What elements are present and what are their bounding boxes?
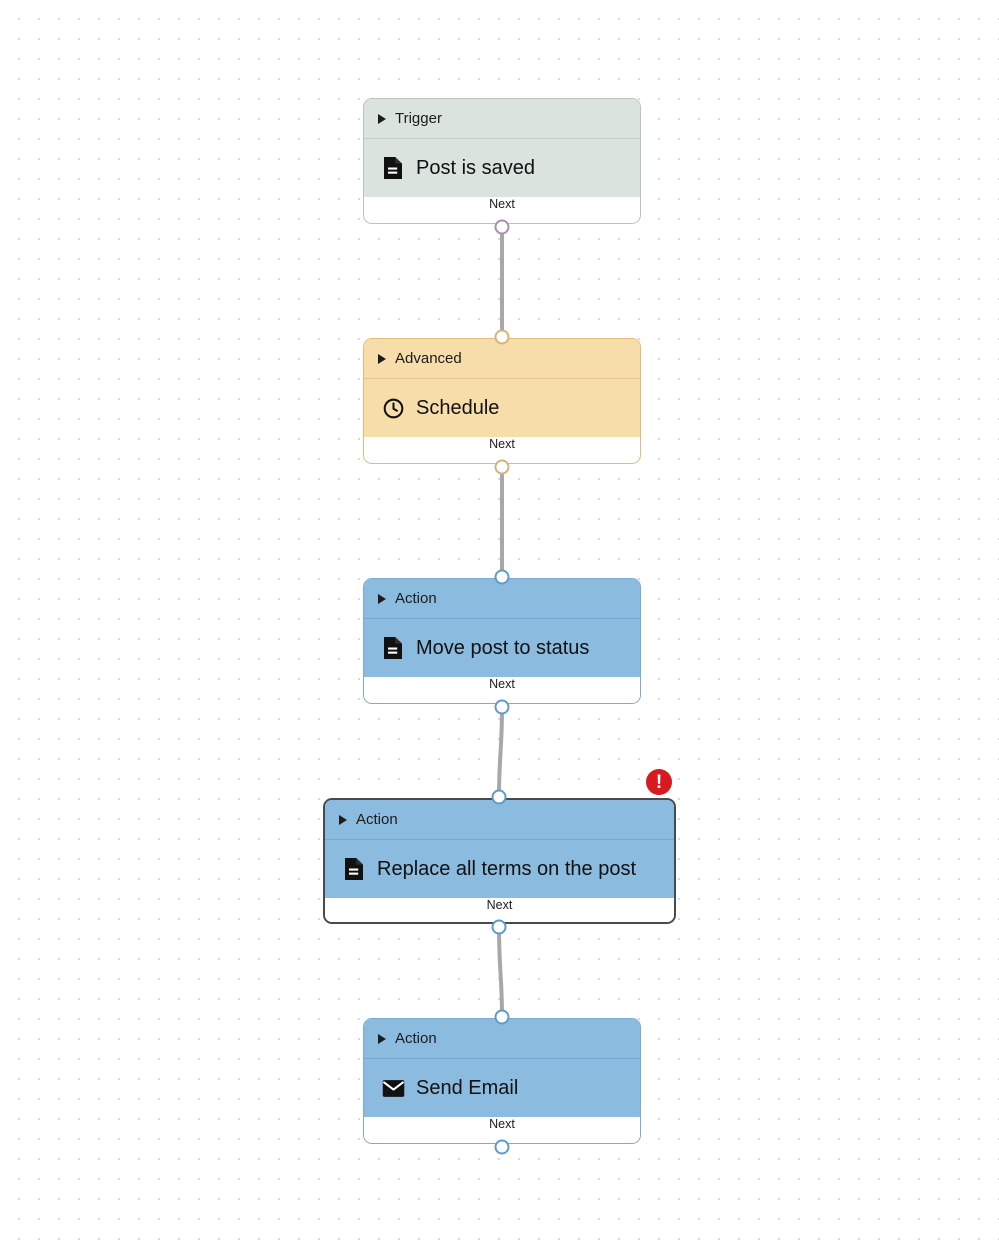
edge-move-to-replace[interactable] — [497, 705, 504, 799]
node-body[interactable]: Send Email — [364, 1059, 640, 1117]
document-icon-glyph — [345, 858, 363, 880]
node-footer-label: Next — [489, 677, 515, 691]
node-footer-label: Next — [486, 898, 513, 912]
port-move-out[interactable] — [494, 699, 510, 715]
node-footer-label: Next — [489, 1117, 515, 1131]
node-body[interactable]: Post is saved — [364, 139, 640, 197]
port-move-in[interactable] — [494, 569, 510, 585]
caret-right-icon[interactable] — [378, 353, 386, 364]
node-header[interactable]: Advanced — [364, 339, 640, 379]
node-category-label: Action — [395, 590, 437, 607]
node-footer[interactable]: Next — [364, 677, 640, 703]
node-category-label: Action — [395, 1030, 437, 1047]
port-advanced-out[interactable] — [494, 459, 510, 475]
envelope-icon — [381, 1076, 405, 1100]
node-header[interactable]: Action — [364, 1019, 640, 1059]
node-title: Send Email — [416, 1076, 519, 1099]
error-badge-symbol: ! — [655, 771, 663, 793]
node-footer-label: Next — [489, 197, 515, 211]
document-icon — [381, 636, 405, 660]
node-title: Move post to status — [416, 636, 590, 659]
node-category-label: Action — [356, 811, 398, 828]
clock-icon-glyph — [383, 398, 403, 418]
node-header[interactable]: Action — [325, 800, 674, 840]
node-header[interactable]: Action — [364, 579, 640, 619]
caret-right-icon[interactable] — [339, 814, 347, 825]
envelope-icon-glyph — [382, 1079, 404, 1097]
node-title: Post is saved — [416, 156, 535, 179]
port-trigger-out[interactable] — [494, 219, 510, 235]
node-category-label: Trigger — [395, 110, 442, 127]
node-title: Replace all terms on the post — [377, 857, 637, 880]
document-icon — [381, 156, 405, 180]
port-replace-in[interactable] — [491, 789, 507, 805]
error-badge[interactable]: ! — [646, 769, 672, 795]
node-body[interactable]: Replace all terms on the post — [325, 840, 674, 898]
port-email-out[interactable] — [494, 1139, 510, 1155]
node-category-label: Advanced — [395, 350, 462, 367]
edge-replace-to-email[interactable] — [497, 925, 504, 1019]
document-icon-glyph — [384, 637, 402, 659]
node-body[interactable]: Schedule — [364, 379, 640, 437]
caret-right-icon[interactable] — [378, 113, 386, 124]
node-footer[interactable]: Next — [364, 437, 640, 463]
node-header[interactable]: Trigger — [364, 99, 640, 139]
node-title: Schedule — [416, 396, 500, 419]
node-footer-label: Next — [489, 437, 515, 451]
node-footer[interactable]: Next — [364, 197, 640, 223]
node-footer[interactable]: Next — [325, 898, 674, 922]
caret-right-icon[interactable] — [378, 593, 386, 604]
port-email-in[interactable] — [494, 1009, 510, 1025]
port-replace-out[interactable] — [491, 919, 507, 935]
document-icon — [342, 857, 366, 881]
clock-icon — [381, 396, 405, 420]
document-icon-glyph — [384, 157, 402, 179]
caret-right-icon[interactable] — [378, 1033, 386, 1044]
node-body[interactable]: Move post to status — [364, 619, 640, 677]
port-advanced-in[interactable] — [494, 329, 510, 345]
node-footer[interactable]: Next — [364, 1117, 640, 1143]
